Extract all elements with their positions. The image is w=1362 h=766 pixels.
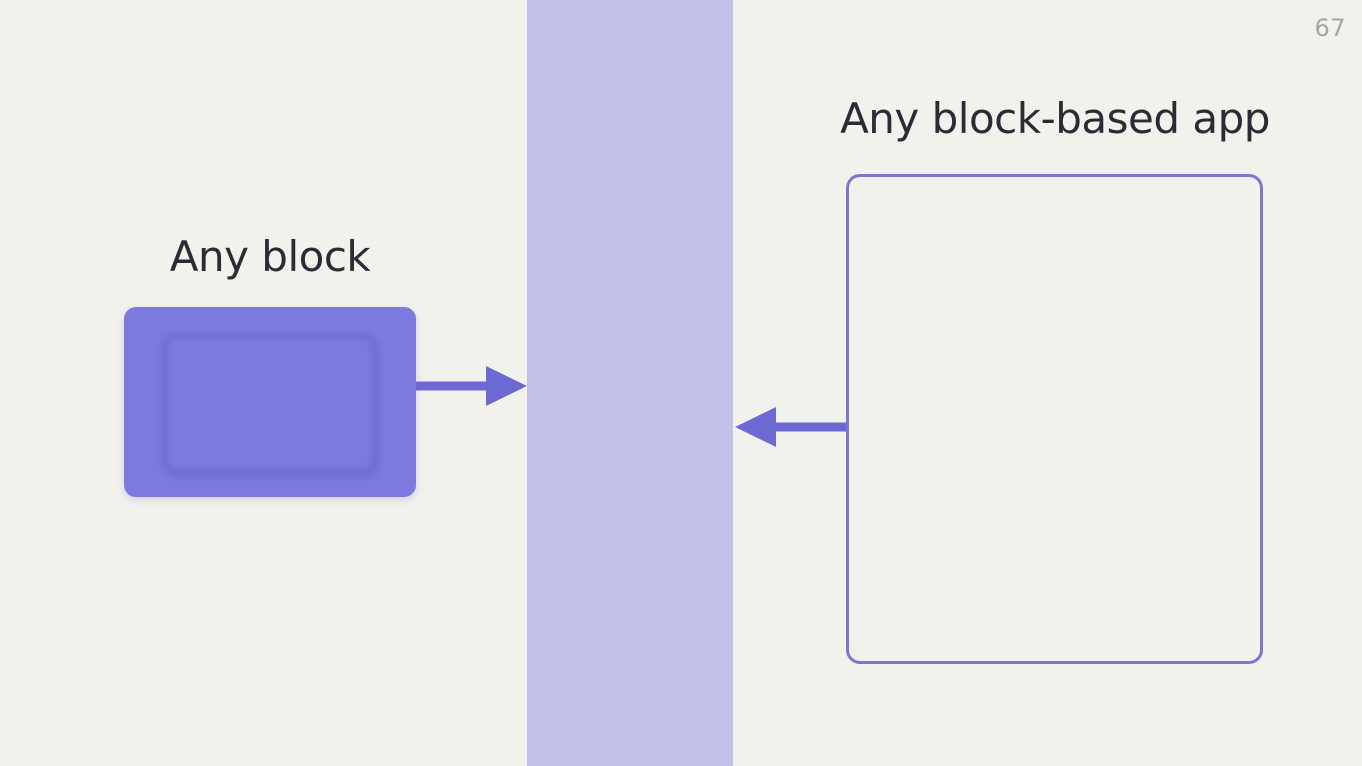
arrow-left-icon bbox=[735, 407, 846, 447]
arrow-right-icon bbox=[416, 366, 527, 406]
any-block-title: Any block bbox=[169, 232, 371, 281]
app-outline-box bbox=[846, 174, 1263, 664]
protocol-band bbox=[527, 0, 733, 766]
block-inner-outline bbox=[162, 333, 377, 474]
any-block-based-app-title: Any block-based app bbox=[840, 94, 1270, 143]
any-block-shape bbox=[124, 307, 416, 497]
page-number: 67 bbox=[1314, 14, 1346, 42]
